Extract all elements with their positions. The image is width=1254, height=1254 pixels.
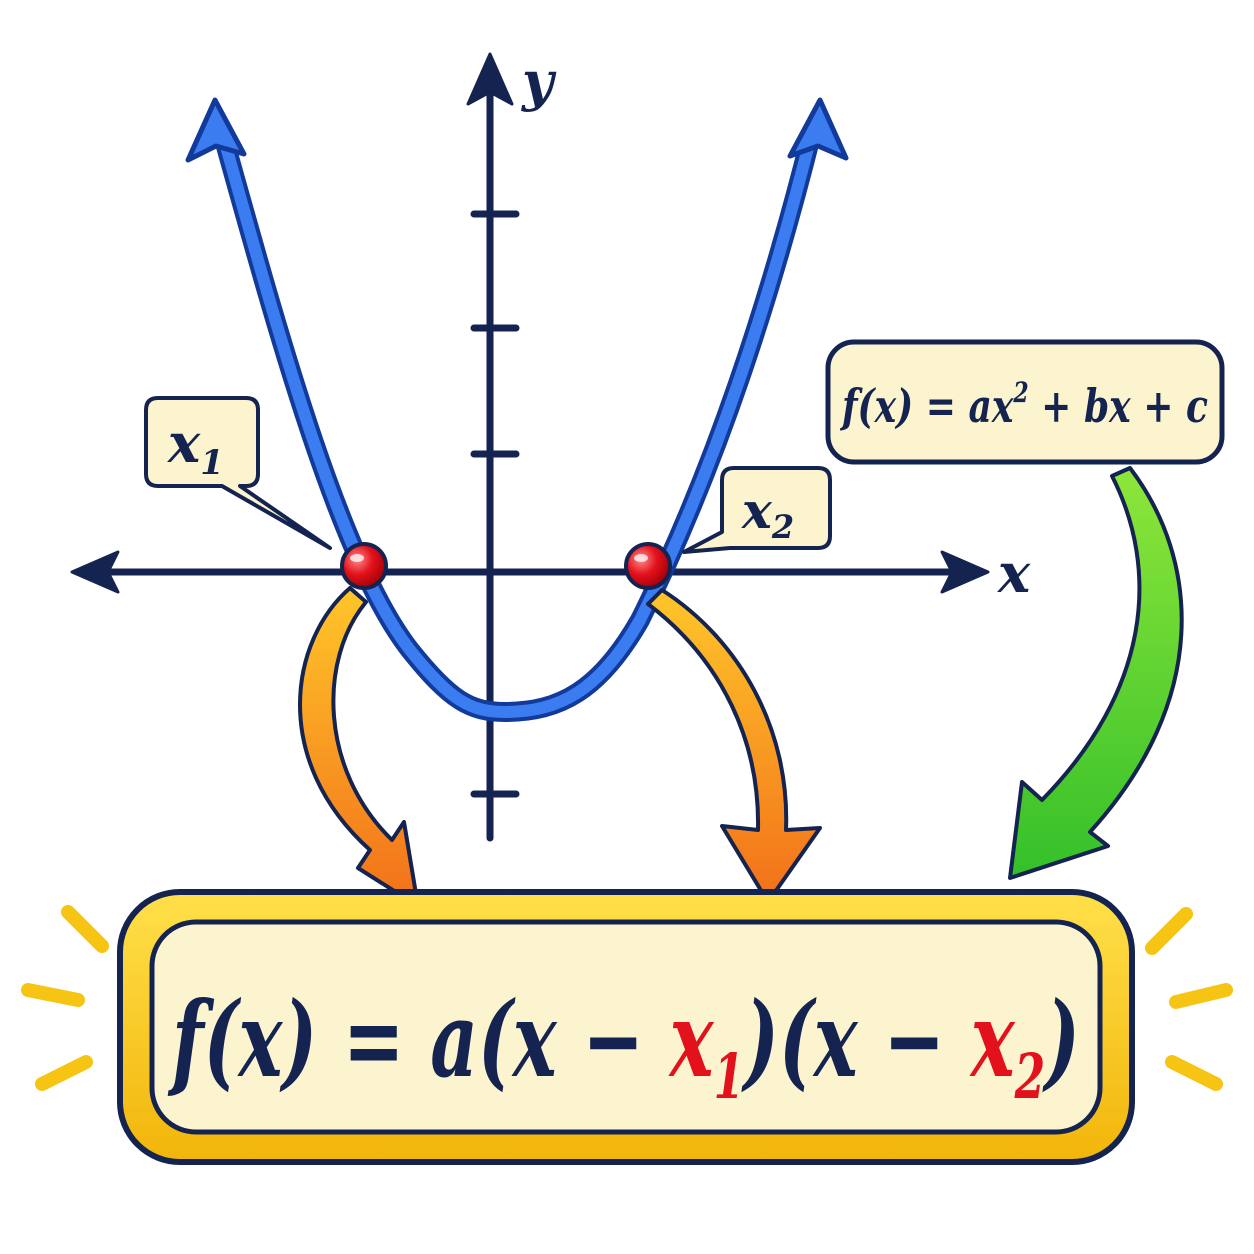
sparkle-right (1145, 907, 1233, 1091)
factored-x-b: x (812, 978, 858, 1101)
green-arrow (1008, 466, 1184, 880)
svg-text:f(x) = ax2 + bx + c: f(x) = ax2 + bx + c (840, 376, 1208, 433)
factored-x-a: x (511, 978, 557, 1101)
orange-arrow-right (646, 588, 822, 904)
callout-x2-sub: 2 (771, 508, 794, 546)
factored-minus-b: − (858, 978, 971, 1101)
y-axis-label: y (521, 49, 557, 113)
parabola-curve (212, 122, 822, 723)
orange-arrow-left (298, 586, 420, 908)
callout-x1-base: x (167, 411, 201, 475)
factored-lead: f(x) = a( (167, 978, 516, 1101)
root-point-x1 (340, 542, 388, 590)
standard-form-exponent: 2 (1013, 376, 1029, 409)
factored-form-box: f(x) = a(x − x1)(x − x2) (117, 889, 1135, 1165)
factored-root1-sub: 1 (714, 1040, 745, 1113)
callout-x2-base: x (741, 481, 773, 540)
factored-close: ) (1042, 978, 1080, 1101)
x-axis-label: x (997, 541, 1031, 605)
curve-arrowhead-left (185, 97, 247, 163)
factored-root1: x (668, 978, 714, 1101)
callout-x2: x2 (682, 466, 832, 554)
x-axis (70, 550, 990, 594)
factored-minus-a: − (557, 978, 670, 1101)
svg-text:x1: x1 (167, 411, 224, 483)
root-point-x2 (624, 542, 672, 590)
curve-arrowhead-right (787, 97, 849, 161)
factored-mid: )( (741, 978, 817, 1101)
callout-x1-sub: 1 (200, 443, 224, 483)
factored-root2-sub: 2 (1014, 1040, 1045, 1113)
callout-x1: x1 (144, 396, 332, 550)
svg-text:x2: x2 (741, 481, 794, 546)
sparkle-left (21, 905, 109, 1091)
svg-text:f(x) = a(x − x1)(x − x2): f(x) = a(x − x1)(x − x2) (167, 978, 1080, 1113)
standard-form-prefix: f(x) = ax (840, 379, 1014, 433)
standard-form-box: f(x) = ax2 + bx + c (825, 339, 1225, 465)
factored-root2: x (969, 978, 1015, 1101)
standard-form-suffix: + bx + c (1029, 379, 1208, 433)
